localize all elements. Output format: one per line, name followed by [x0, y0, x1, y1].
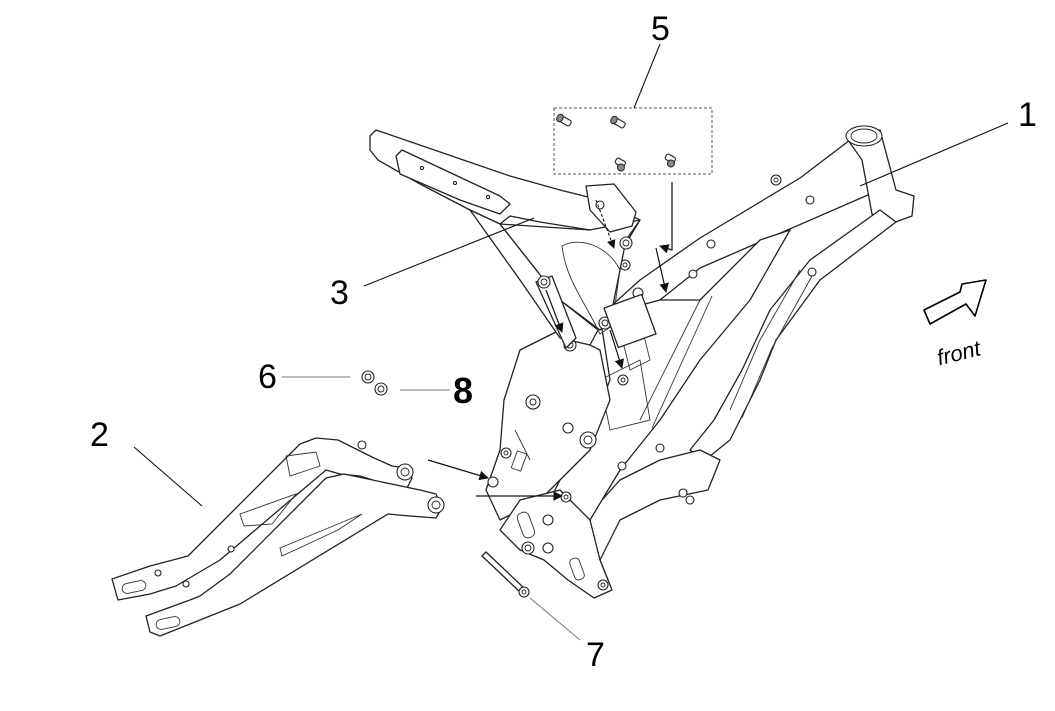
callout-8: 8: [453, 370, 473, 411]
leader-1: [859, 122, 1009, 187]
swing-arm: [111, 437, 445, 637]
leader-2: [133, 446, 203, 507]
callout-3: 3: [330, 274, 349, 312]
washer-part-8: [374, 382, 388, 396]
nut-part-6: [361, 370, 375, 384]
leader-3: [363, 217, 535, 287]
bolt: [664, 153, 676, 168]
bolt: [556, 113, 572, 127]
callout-2: 2: [90, 416, 109, 454]
callout-1: 1: [1018, 96, 1037, 134]
leader-5: [633, 43, 661, 109]
bolt: [610, 115, 626, 129]
frame-mount-holes: [487, 174, 817, 591]
bolt: [614, 157, 626, 172]
leader-lines: [133, 43, 1009, 641]
rear-subframe: [369, 129, 657, 349]
arrow-right-outline-icon: [923, 279, 987, 325]
leader-7: [529, 597, 581, 641]
callout-6: 6: [258, 358, 277, 396]
bolt-set-box: [553, 107, 713, 175]
pivot-axle-part-7: [481, 551, 530, 598]
assembly-arrows: [427, 182, 673, 501]
main-frame: [485, 125, 915, 599]
callout-7: 7: [586, 636, 605, 674]
front-direction-indicator: front: [923, 279, 987, 370]
front-label: front: [934, 335, 984, 370]
callout-5: 5: [651, 10, 670, 48]
callout-numbers: 1 2 3 5 6 7 8: [90, 10, 1037, 674]
